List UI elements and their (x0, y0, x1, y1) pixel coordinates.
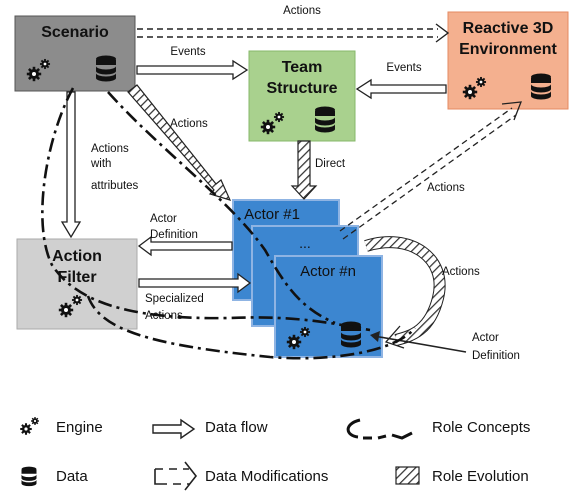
role-evolution-loop (364, 236, 446, 349)
edge-filter-actor-specialized (138, 272, 252, 294)
environment-title-line2: Environment (459, 41, 557, 58)
edge-label-scenario-env: Actions (283, 5, 321, 17)
scenario-title: Scenario (41, 24, 109, 41)
actor-mid-title: ... (299, 235, 311, 251)
action-filter-box (16, 238, 138, 330)
edge-actor-filter-definition (137, 235, 233, 257)
edge-scenario-env-actions (137, 23, 450, 43)
legend-role-evolution-icon (395, 466, 420, 485)
legend-engine-label: Engine (56, 419, 103, 436)
edge-actor-definition-right (370, 331, 467, 353)
environment-title-line1: Reactive 3D (463, 20, 554, 37)
edge-label-env-team: Events (386, 62, 421, 74)
action-filter-title-line1: Action (52, 248, 102, 265)
team-structure-title-line1: Team (282, 59, 323, 76)
legend-data-label: Data (56, 468, 88, 485)
legend-role-evolution-label: Role Evolution (432, 468, 529, 485)
edge-env-actor-actions (339, 101, 522, 240)
actor-n-node: Actor #n (274, 255, 383, 358)
legend-data-modifications-icon (154, 461, 198, 491)
edge-label-filter-line3: attributes (91, 180, 139, 192)
legend-engine-icon (19, 416, 40, 436)
edge-env-team-events (355, 78, 447, 100)
edge-team-actor-direct (290, 140, 318, 200)
legend-role-concepts-icon (346, 418, 413, 440)
action-filter-node: Action Filter (16, 238, 138, 330)
edge-scenario-filter (60, 91, 82, 239)
legend-data-flow-icon (152, 418, 196, 440)
edge-scenario-actor-actions (127, 84, 232, 201)
edge-label-actor-def-line1: Actor (150, 213, 177, 225)
actor-n-title: Actor #n (300, 263, 356, 280)
edge-label-filter-line2: with (90, 158, 111, 170)
environment-node: Reactive 3D Environment (447, 11, 569, 110)
edge-label-specialized-line1: Specialized (145, 293, 204, 305)
legend-data-modifications-label: Data Modifications (205, 468, 328, 485)
edge-scenario-team-events (136, 59, 249, 81)
edge-label-actor-def-line2: Definition (150, 229, 198, 241)
edge-label-env-actor: Actions (427, 182, 465, 194)
role-concepts-curves (41, 87, 416, 360)
edge-label-actor-self-actions: Actions (442, 266, 480, 278)
legend-data-icon (21, 466, 37, 487)
legend-role-concepts-label: Role Concepts (432, 419, 530, 436)
legend: Engine Data flow Role Concepts Data Data… (19, 416, 530, 491)
edge-label-team-actor: Direct (315, 158, 346, 170)
edge-label-actor-def2-line2: Definition (472, 350, 520, 362)
edge-label-actor-def2-line1: Actor (472, 332, 499, 344)
edge-label-scenario-team: Events (170, 46, 205, 58)
edge-label-filter-line1: Actions (91, 143, 129, 155)
scenario-node: Scenario (14, 15, 136, 92)
legend-data-flow-label: Data flow (205, 419, 268, 436)
edge-label-scenario-actor: Actions (170, 118, 208, 130)
team-structure-node: Team Structure (248, 50, 356, 142)
actor-1-title: Actor #1 (244, 206, 300, 223)
team-structure-title-line2: Structure (266, 80, 337, 97)
action-filter-title-line2: Filter (57, 269, 96, 286)
